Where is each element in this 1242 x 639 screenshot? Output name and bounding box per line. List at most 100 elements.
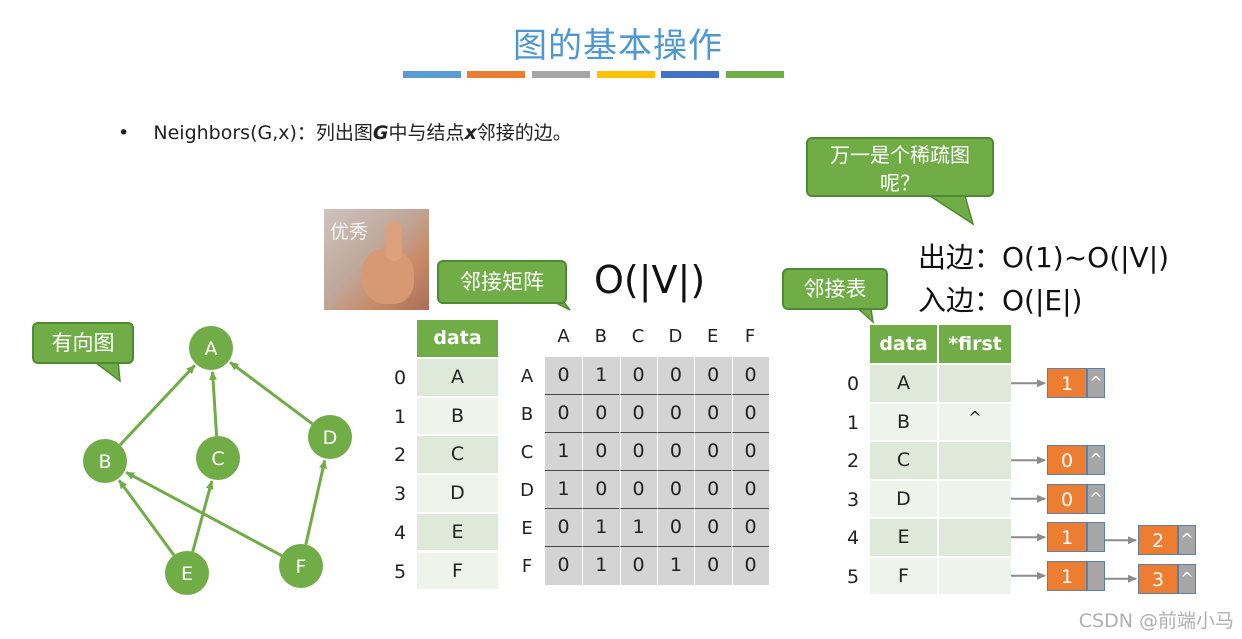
in-edge-complexity: 入边：O(|E|) bbox=[918, 279, 1082, 319]
matrix-cell: 0 bbox=[620, 395, 657, 433]
vertex-table-index: 2 bbox=[390, 444, 410, 466]
adj-list-first-cell bbox=[939, 481, 1011, 518]
matrix-row-header: C bbox=[516, 442, 538, 463]
matrix-cell: 0 bbox=[620, 357, 657, 395]
matrix-cell: 0 bbox=[657, 395, 694, 433]
callout-tail-sparse bbox=[930, 196, 973, 224]
matrix-cell: 0 bbox=[545, 547, 582, 585]
adj-list-first-cell bbox=[939, 519, 1011, 556]
edge-node-vertex: 0 bbox=[1047, 484, 1087, 514]
vertex-table-cell: B bbox=[417, 398, 498, 435]
callout-adjacency-matrix: 邻接矩阵 bbox=[437, 260, 567, 304]
graph-node-label: A bbox=[205, 338, 218, 360]
matrix-cell: 0 bbox=[694, 395, 731, 433]
adj-list-index: 1 bbox=[843, 412, 863, 434]
adj-list-data-cell: A bbox=[870, 365, 937, 402]
vertex-table-cell: F bbox=[417, 553, 498, 590]
vertex-table-cell: E bbox=[417, 514, 498, 551]
matrix-cell: 1 bbox=[582, 357, 619, 395]
adj-list-data-cell: E bbox=[870, 519, 937, 556]
edge-node-vertex: 2 bbox=[1138, 525, 1178, 555]
adj-list-index: 0 bbox=[843, 373, 863, 395]
matrix-cell: 0 bbox=[732, 395, 769, 433]
callout-sparse-question: 万一是个稀疏图呢？ bbox=[806, 137, 994, 197]
edge-node-null: ^ bbox=[1178, 564, 1196, 594]
matrix-cell: 0 bbox=[732, 547, 769, 585]
matrix-cell: 0 bbox=[582, 433, 619, 471]
edge-node-vertex: 1 bbox=[1047, 368, 1087, 398]
matrix-cell: 0 bbox=[694, 433, 731, 471]
matrix-cell: 0 bbox=[732, 509, 769, 547]
matrix-row-header: B bbox=[516, 404, 538, 425]
matrix-cell: 0 bbox=[732, 471, 769, 509]
edge-D-A bbox=[230, 362, 312, 423]
matrix-complexity: O(|V|) bbox=[594, 258, 705, 302]
matrix-cell: 1 bbox=[582, 547, 619, 585]
out-edge-complexity: 出边：O(1)~O(|V|) bbox=[918, 236, 1169, 276]
vertex-table-index: 4 bbox=[390, 522, 410, 544]
graph-node-label: C bbox=[211, 448, 224, 470]
matrix-cell: 0 bbox=[657, 433, 694, 471]
matrix-row-header: D bbox=[516, 480, 538, 501]
vertex-table-cell: D bbox=[417, 475, 498, 512]
matrix-row-header: E bbox=[516, 518, 538, 539]
edge-node-next bbox=[1087, 561, 1105, 591]
callout-adjacency-list: 邻接表 bbox=[782, 268, 888, 310]
adj-list-header-data: data bbox=[870, 325, 937, 363]
adj-list-data-cell: F bbox=[870, 558, 937, 595]
graph-node-label: D bbox=[323, 427, 338, 449]
matrix-cell: 1 bbox=[620, 509, 657, 547]
matrix-cell: 1 bbox=[582, 509, 619, 547]
graph-node-label: E bbox=[181, 563, 193, 585]
adj-list-first-cell bbox=[939, 365, 1011, 402]
edge-node-vertex: 1 bbox=[1047, 522, 1087, 552]
meme-caption: 优秀 bbox=[330, 217, 368, 244]
matrix-cell: 0 bbox=[732, 357, 769, 395]
adj-list-first-cell bbox=[939, 558, 1011, 595]
matrix-cell: 0 bbox=[732, 433, 769, 471]
matrix-cell: 0 bbox=[694, 357, 731, 395]
adj-list-data-cell: C bbox=[870, 442, 937, 479]
matrix-cell: 0 bbox=[657, 471, 694, 509]
matrix-cell: 1 bbox=[545, 433, 582, 471]
vertex-table-index: 1 bbox=[390, 406, 410, 428]
adj-list-index: 2 bbox=[843, 450, 863, 472]
adj-list-data-cell: B bbox=[870, 404, 937, 441]
matrix-row-header: F bbox=[516, 556, 538, 577]
edge-node-null: ^ bbox=[1178, 525, 1196, 555]
edge-F-B bbox=[126, 472, 281, 555]
matrix-cell: 0 bbox=[694, 547, 731, 585]
vertex-table-cell: C bbox=[417, 436, 498, 473]
matrix-cell: 0 bbox=[582, 471, 619, 509]
vertex-table-index: 3 bbox=[390, 483, 410, 505]
matrix-col-header: B bbox=[582, 326, 619, 347]
vertex-table-index: 5 bbox=[390, 561, 410, 583]
matrix-cell: 0 bbox=[694, 509, 731, 547]
matrix-cell: 0 bbox=[694, 471, 731, 509]
matrix-cell: 0 bbox=[620, 471, 657, 509]
adj-list-index: 5 bbox=[843, 566, 863, 588]
null-pointer: ^ bbox=[939, 408, 1011, 427]
edge-node-vertex: 0 bbox=[1047, 445, 1087, 475]
thumb-finger-shape bbox=[386, 221, 402, 261]
matrix-row-header: A bbox=[516, 366, 538, 387]
edge-node-null: ^ bbox=[1087, 368, 1105, 398]
edge-node-null: ^ bbox=[1087, 484, 1105, 514]
matrix-col-header: E bbox=[694, 326, 731, 347]
matrix-cell: 0 bbox=[545, 357, 582, 395]
edge-E-B bbox=[119, 480, 174, 555]
adj-list-index: 3 bbox=[843, 489, 863, 511]
edge-F-D bbox=[306, 460, 325, 544]
matrix-cell: 1 bbox=[657, 547, 694, 585]
matrix-cell: 0 bbox=[657, 509, 694, 547]
matrix-cell: 0 bbox=[582, 395, 619, 433]
adj-list-first-cell bbox=[939, 442, 1011, 479]
edge-C-A bbox=[213, 372, 217, 436]
matrix-col-header: F bbox=[732, 326, 769, 347]
matrix-col-header: A bbox=[545, 326, 582, 347]
matrix-cell: 0 bbox=[620, 433, 657, 471]
matrix-cell: 0 bbox=[545, 509, 582, 547]
thumbs-up-meme-image: 优秀 bbox=[324, 209, 429, 310]
graph-node-label: B bbox=[98, 451, 111, 473]
matrix-cell: 0 bbox=[545, 395, 582, 433]
